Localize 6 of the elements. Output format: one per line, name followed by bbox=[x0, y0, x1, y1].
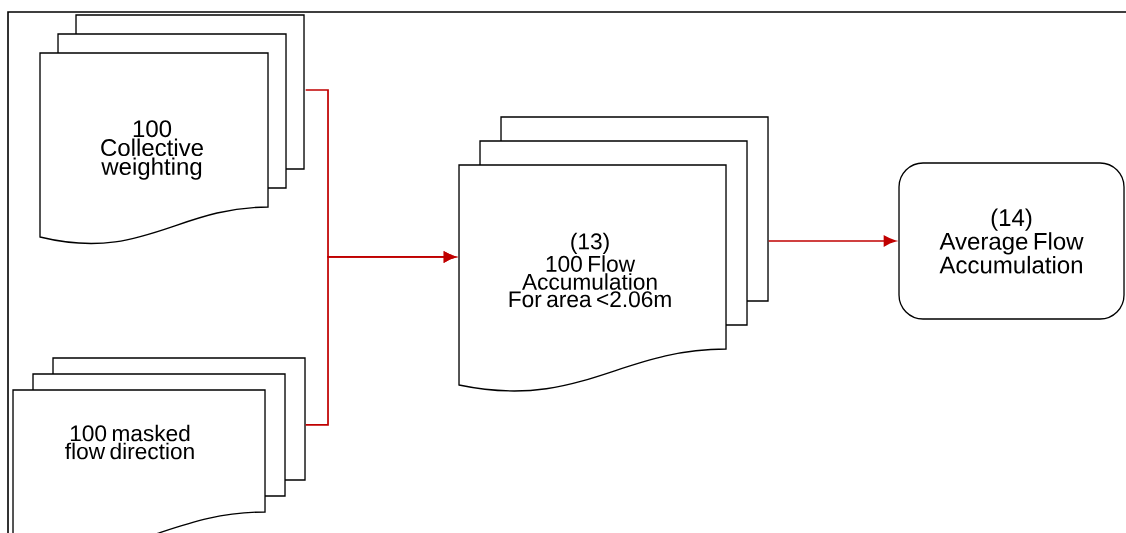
arrow bbox=[767, 235, 896, 247]
process-box: (14) Average Flow Accumulation bbox=[898, 162, 1125, 320]
document-stack: 100 masked flow direction bbox=[12, 357, 306, 533]
arrow bbox=[304, 251, 456, 426]
document-stack: (13) 100 Flow Accumulation For area <2.06m bbox=[458, 116, 769, 392]
document-stack: 100 Collective weighting bbox=[39, 14, 305, 245]
